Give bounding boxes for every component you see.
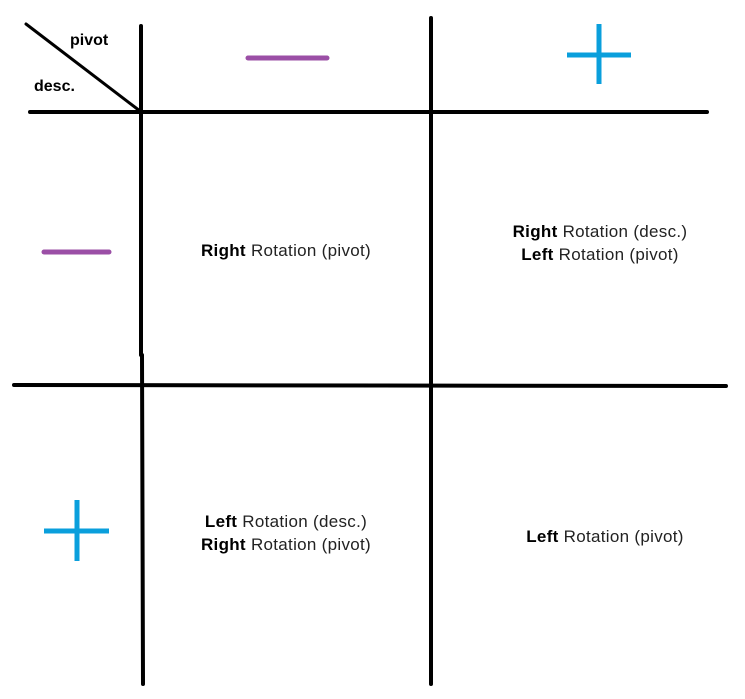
rotation-direction: Right bbox=[512, 222, 558, 241]
cell-minus-plus-line-1: Right Rotation (desc.) bbox=[455, 220, 745, 243]
rotation-target: Rotation (pivot) bbox=[250, 535, 372, 554]
corner-diagonal-line bbox=[24, 22, 142, 113]
corner-desc-label: desc. bbox=[34, 78, 75, 95]
rotation-direction: Right bbox=[200, 535, 246, 554]
cell-plus-plus: Left Rotation (pivot) bbox=[460, 525, 745, 548]
cell-minus-plus: Right Rotation (desc.) Left Rotation (pi… bbox=[455, 220, 745, 266]
cell-minus-minus: Right Rotation (pivot) bbox=[143, 239, 429, 262]
rotation-direction: Right bbox=[200, 241, 246, 260]
rotation-target: Rotation (pivot) bbox=[563, 527, 684, 546]
rotation-target: Rotation (desc.) bbox=[242, 512, 368, 531]
rotation-target: Rotation (pivot) bbox=[558, 245, 679, 264]
rotation-target: Rotation (pivot) bbox=[250, 241, 372, 260]
column-2-plus-sign bbox=[567, 24, 631, 84]
rotation-direction: Left bbox=[526, 527, 559, 546]
cell-plus-minus: Left Rotation (desc.) Right Rotation (pi… bbox=[143, 510, 429, 556]
rotation-direction: Left bbox=[521, 245, 554, 264]
cell-minus-plus-line-2: Left Rotation (pivot) bbox=[455, 243, 745, 266]
cell-plus-plus-line-1: Left Rotation (pivot) bbox=[460, 525, 745, 548]
rotation-target: Rotation (desc.) bbox=[562, 222, 688, 241]
cell-plus-minus-line-1: Left Rotation (desc.) bbox=[143, 510, 429, 533]
corner-pivot-label: pivot bbox=[70, 32, 109, 49]
row-2-plus-sign bbox=[44, 500, 109, 561]
grid-middle-line bbox=[12, 383, 728, 388]
cell-plus-minus-line-2: Right Rotation (pivot) bbox=[143, 533, 429, 556]
cell-minus-minus-line-1: Right Rotation (pivot) bbox=[143, 239, 429, 262]
rotation-direction: Left bbox=[204, 512, 238, 531]
grid-left-line-lower bbox=[140, 353, 145, 686]
